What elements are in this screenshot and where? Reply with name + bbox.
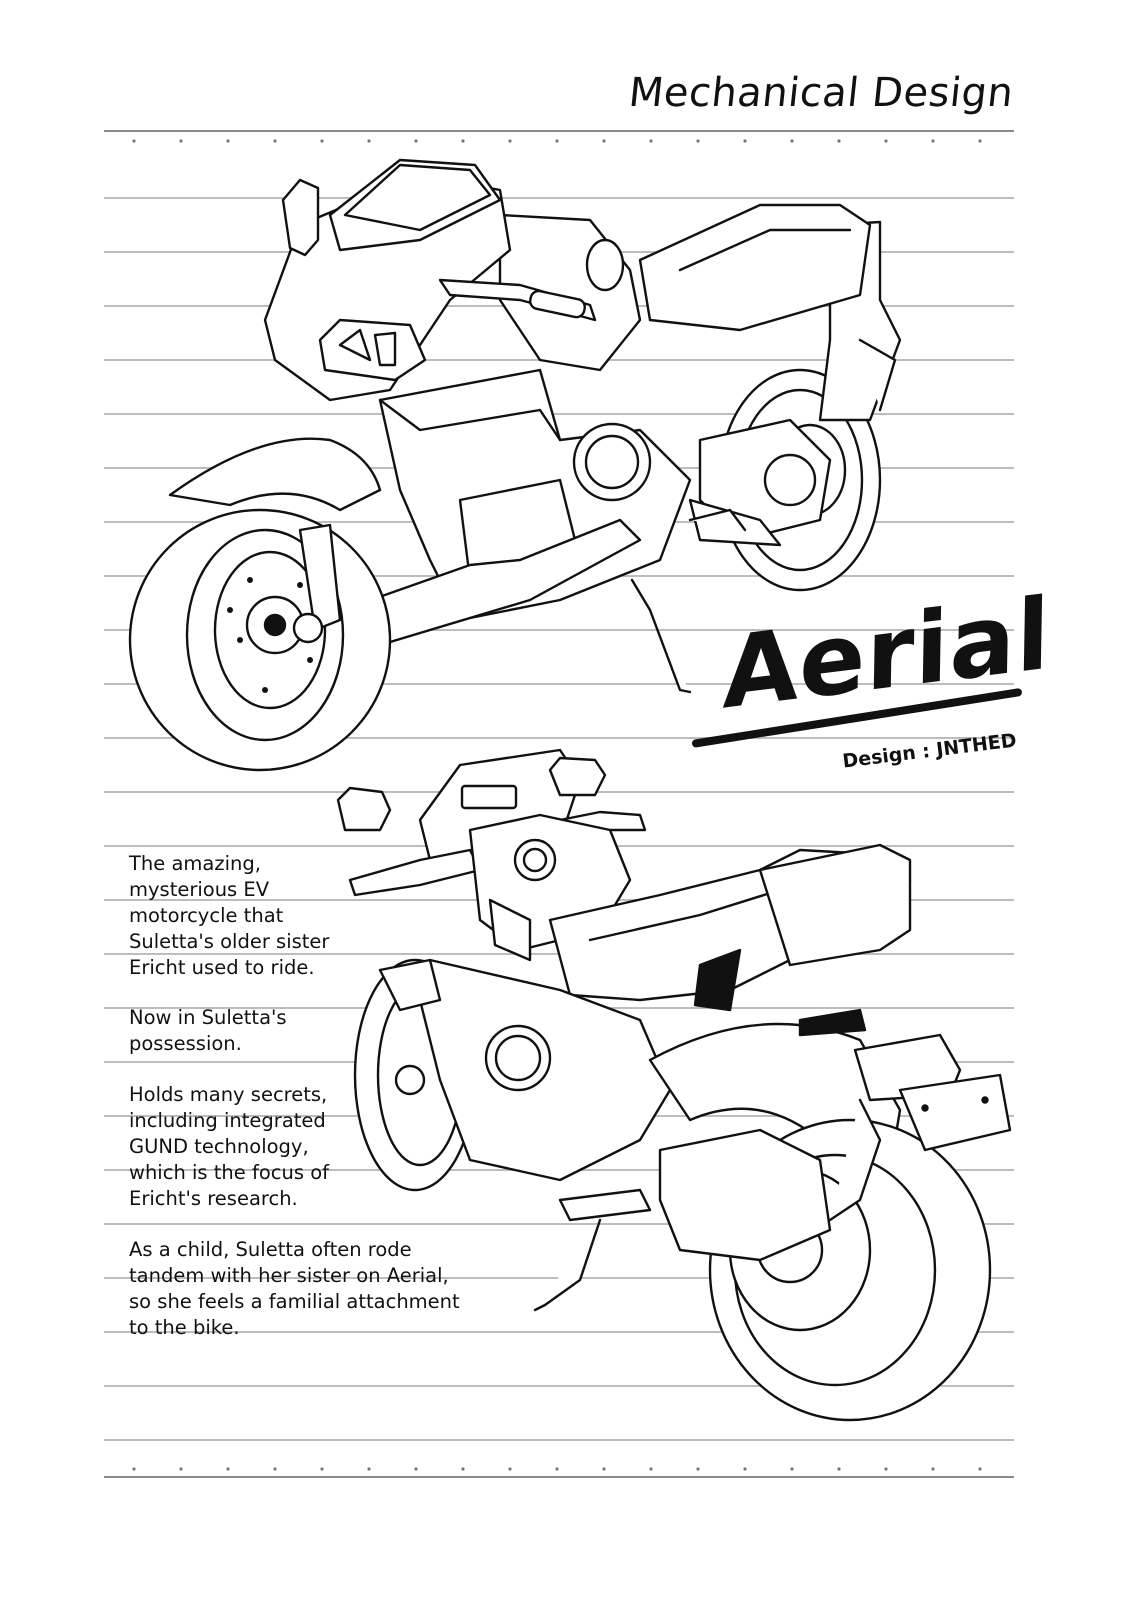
motorcycle-rear-view <box>336 748 1012 1422</box>
description-paragraph-2: Now in Suletta's possession. <box>129 1006 287 1055</box>
description-paragraph-1: The amazing, mysterious EV motorcycle th… <box>129 852 330 979</box>
bottom-dot-row <box>132 1467 982 1471</box>
top-dot-row <box>132 139 982 143</box>
bottom-rule <box>104 1476 1014 1478</box>
top-rule <box>104 130 1014 132</box>
motorcycle-front-view <box>128 158 902 772</box>
description-paragraph-3: Holds many secrets, including integrated… <box>129 1083 330 1210</box>
description-paragraph-4: As a child, Suletta often rode tandem wi… <box>129 1238 460 1339</box>
